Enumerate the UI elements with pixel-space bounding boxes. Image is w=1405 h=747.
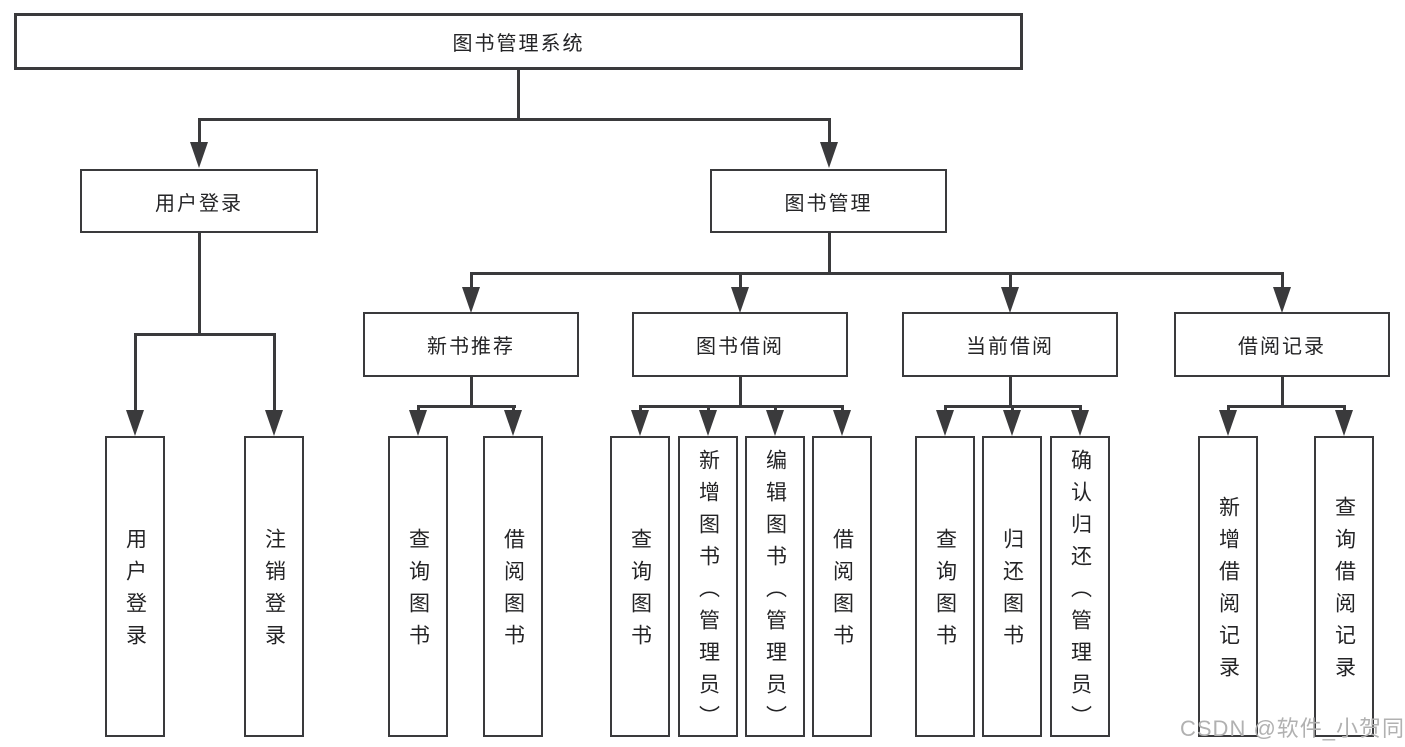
node-borrowing-records: 借阅记录: [1174, 312, 1390, 377]
arrow-down-icon: [461, 287, 480, 313]
arrow-down-icon: [765, 410, 784, 436]
leaf-add-borrow-record: 新增借阅记录: [1198, 436, 1258, 737]
leaf-query-books-recommend: 查询图书: [388, 436, 448, 737]
leaf-borrow-books: 借阅图书: [812, 436, 872, 737]
leaf-confirm-return-admin: 确认归还（管理员）: [1050, 436, 1110, 737]
leaf-query-borrow-record: 查询借阅记录: [1314, 436, 1374, 737]
leaf-label: 新增图书（管理员）: [696, 449, 720, 737]
connector-line: [1226, 405, 1346, 408]
arrow-down-icon: [189, 142, 208, 168]
connector-line: [706, 405, 710, 413]
connector-line: [133, 333, 137, 412]
node-label: 图书管理系统: [452, 33, 585, 55]
node-current-borrowing: 当前借阅: [902, 312, 1118, 377]
node-user-login: 用户登录: [80, 169, 318, 233]
arrow-down-icon: [1000, 287, 1019, 313]
connector-line: [638, 405, 642, 413]
connector-line: [416, 405, 420, 413]
connector-line: [738, 272, 742, 290]
leaf-edit-book-admin: 编辑图书（管理员）: [745, 436, 805, 737]
connector-line: [1008, 377, 1012, 408]
connector-line: [469, 377, 473, 408]
arrow-down-icon: [1070, 410, 1089, 436]
arrow-down-icon: [730, 287, 749, 313]
connector-line: [511, 405, 515, 413]
node-label: 新书推荐: [427, 336, 515, 358]
connector-line: [1280, 377, 1284, 408]
arrow-down-icon: [1002, 410, 1021, 436]
connector-line: [197, 118, 831, 121]
leaf-label: 注销登录: [262, 528, 286, 656]
leaf-query-books-borrow: 查询图书: [610, 436, 670, 737]
connector-line: [1078, 405, 1082, 413]
node-book-borrowing: 图书借阅: [632, 312, 848, 377]
connector-line: [516, 68, 520, 119]
leaf-add-book-admin: 新增图书（管理员）: [678, 436, 738, 737]
node-new-book-recommendation: 新书推荐: [363, 312, 579, 377]
node-label: 当前借阅: [966, 336, 1054, 358]
arrow-down-icon: [630, 410, 649, 436]
connector-line: [827, 118, 831, 146]
connector-line: [1280, 272, 1284, 290]
connector-line: [1226, 405, 1230, 413]
connector-line: [943, 405, 947, 413]
arrow-down-icon: [1334, 410, 1353, 436]
node-label: 用户登录: [155, 192, 243, 215]
connector-line: [133, 333, 276, 336]
node-label: 图书借阅: [696, 336, 784, 358]
connector-line: [827, 233, 831, 275]
leaf-label: 借阅图书: [830, 528, 854, 656]
arrow-down-icon: [1218, 410, 1237, 436]
connector-line: [469, 272, 1284, 275]
csdn-watermark: CSDN @软件_小贺同学: [1180, 716, 1405, 741]
node-label: 图书管理: [784, 192, 873, 215]
arrow-down-icon: [408, 410, 427, 436]
leaf-query-books-current: 查询图书: [915, 436, 975, 737]
leaf-label: 查询借阅记录: [1332, 496, 1356, 688]
arrow-down-icon: [832, 410, 851, 436]
leaf-label: 用户登录: [123, 528, 147, 656]
leaf-user-login: 用户登录: [105, 436, 165, 737]
connector-line: [272, 333, 276, 412]
node-root: 图书管理系统: [14, 13, 1023, 70]
connector-line: [469, 272, 473, 290]
leaf-label: 查询图书: [628, 528, 652, 656]
arrow-down-icon: [819, 142, 838, 168]
arrow-down-icon: [698, 410, 717, 436]
connector-line: [197, 233, 201, 336]
arrow-down-icon: [935, 410, 954, 436]
connector-line: [773, 405, 777, 413]
leaf-label: 借阅图书: [501, 528, 525, 656]
connector-line: [738, 377, 742, 408]
leaf-label: 确认归还（管理员）: [1068, 449, 1092, 737]
arrow-down-icon: [503, 410, 522, 436]
leaf-label: 查询图书: [406, 528, 430, 656]
arrow-down-icon: [264, 410, 283, 436]
connector-line: [638, 405, 844, 408]
node-label: 借阅记录: [1238, 336, 1326, 358]
leaf-logout: 注销登录: [244, 436, 304, 737]
connector-line: [197, 118, 201, 146]
leaf-label: 编辑图书（管理员）: [763, 449, 787, 737]
arrow-down-icon: [1272, 287, 1291, 313]
leaf-label: 新增借阅记录: [1216, 496, 1240, 688]
connector-line: [416, 405, 516, 408]
connector-line: [1010, 405, 1014, 413]
leaf-label: 查询图书: [933, 528, 957, 656]
node-book-management: 图书管理: [710, 169, 947, 233]
connector-line: [1008, 272, 1012, 290]
leaf-label: 归还图书: [1000, 528, 1024, 656]
connector-line: [1342, 405, 1346, 413]
leaf-borrow-books-recommend: 借阅图书: [483, 436, 543, 737]
leaf-return-books: 归还图书: [982, 436, 1042, 737]
connector-line: [840, 405, 844, 413]
arrow-down-icon: [125, 410, 144, 436]
